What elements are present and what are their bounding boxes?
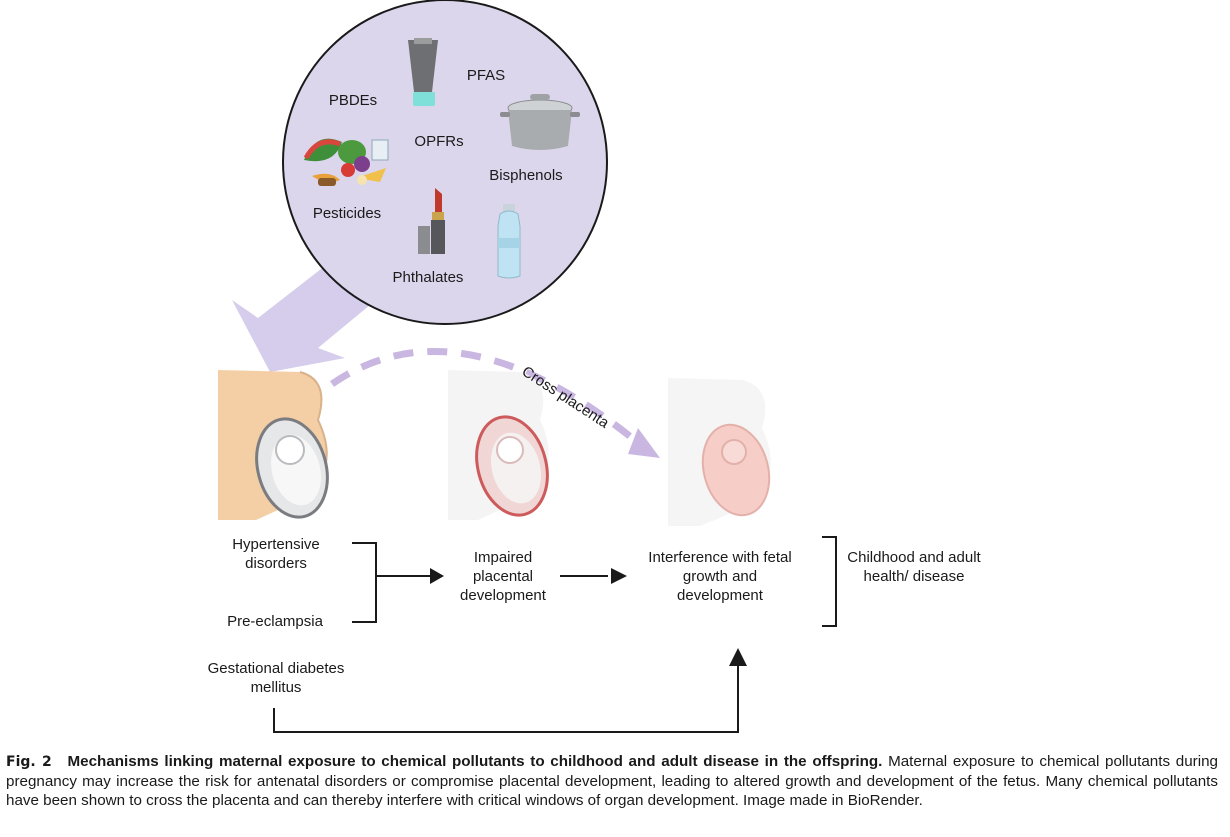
label-pesticides: Pesticides bbox=[312, 205, 382, 222]
figure-label: Fig. 2 bbox=[6, 754, 52, 770]
label-preeclampsia: Pre-eclampsia bbox=[227, 613, 323, 630]
label-pfas: PFAS bbox=[466, 67, 506, 84]
pregnant-belly-icon bbox=[668, 378, 771, 526]
food-pile-icon bbox=[303, 138, 389, 186]
pregnant-belly-icon bbox=[218, 370, 329, 520]
water-bottle-icon bbox=[497, 204, 521, 279]
label-phthalates: Phthalates bbox=[392, 269, 464, 286]
figure-caption: Fig. 2 Mechanisms linking maternal expos… bbox=[6, 752, 1218, 810]
label-pbdes: PBDEs bbox=[328, 92, 378, 109]
label-interference: Interference with fetal growth and devel… bbox=[648, 549, 792, 604]
lotion-tube-icon bbox=[408, 38, 438, 106]
cross-placenta-arc bbox=[330, 348, 645, 449]
flow-connectors bbox=[273, 536, 837, 733]
label-outcome: Childhood and adult health/ disease bbox=[847, 549, 981, 585]
cooking-pot-icon bbox=[500, 94, 580, 150]
caption-title: Mechanisms linking maternal exposure to … bbox=[67, 753, 883, 770]
label-bisphenols: Bisphenols bbox=[489, 167, 563, 184]
label-gestational: Gestational diabetes mellitus bbox=[207, 660, 345, 696]
label-hypertensive: Hypertensive disorders bbox=[232, 536, 320, 572]
flow-arrowheads bbox=[430, 568, 747, 666]
label-opfrs: OPFRs bbox=[414, 133, 464, 150]
caption-body: Maternal exposure to chemical pollutants… bbox=[6, 753, 1218, 809]
pregnant-belly-icon bbox=[448, 370, 549, 520]
lipstick-icon bbox=[418, 188, 445, 254]
label-impaired: Impaired placental development bbox=[460, 549, 546, 604]
pollutant-circle bbox=[282, 0, 608, 325]
